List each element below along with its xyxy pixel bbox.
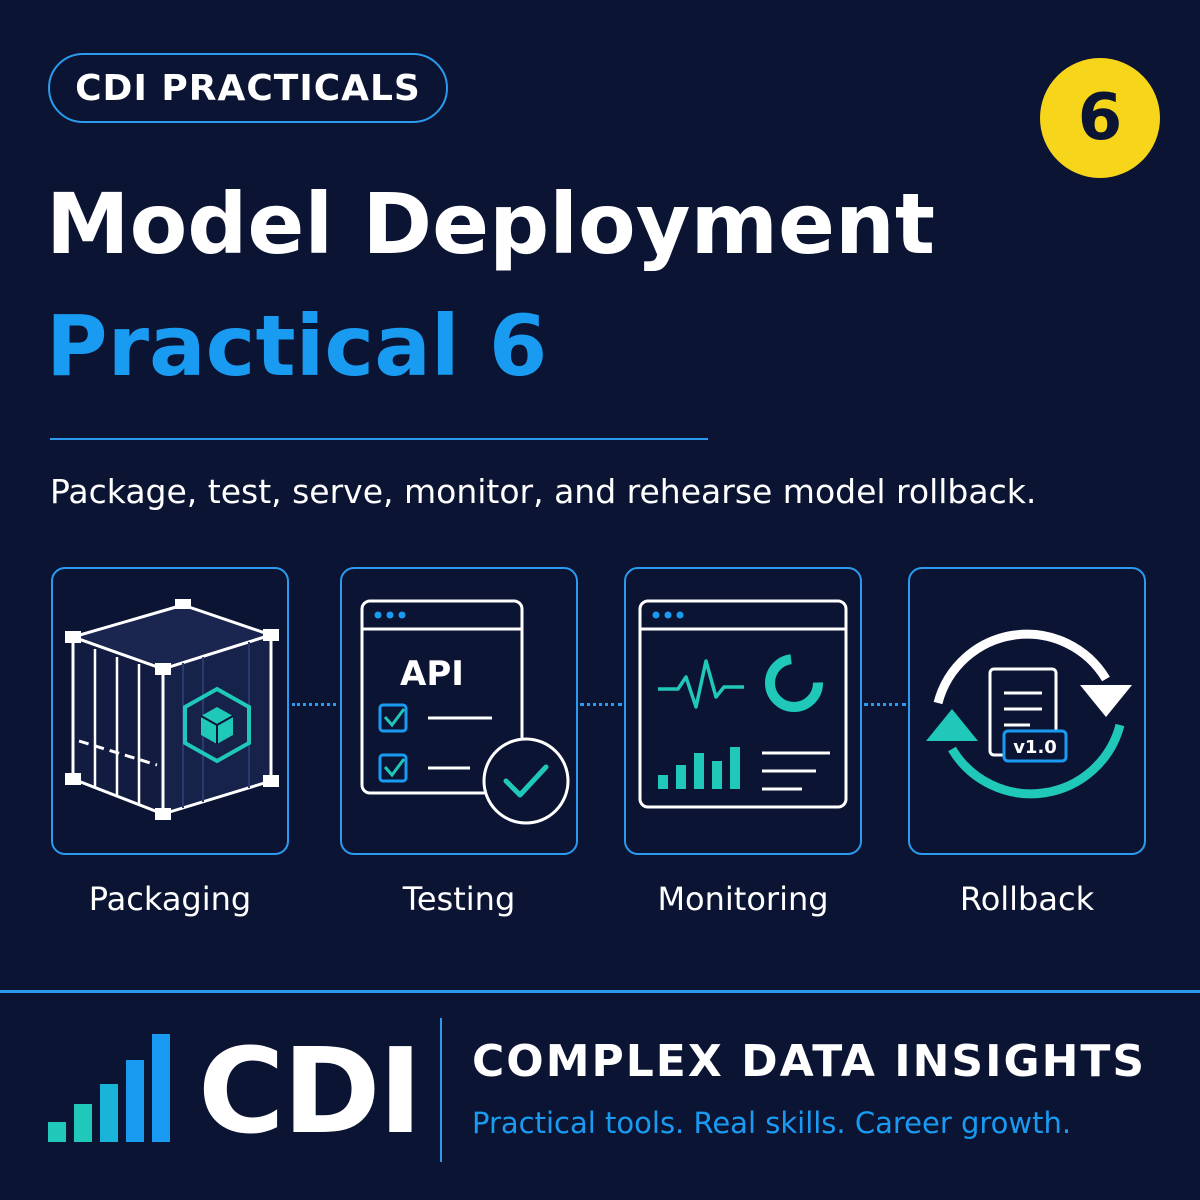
step-label-testing: Testing bbox=[402, 880, 516, 918]
api-test-checklist-icon: API bbox=[360, 599, 570, 825]
shipping-container-icon bbox=[65, 599, 279, 820]
rollback-cycle-icon: v1.0 bbox=[926, 629, 1132, 799]
step-label-monitoring: Monitoring bbox=[657, 880, 829, 918]
cdi-logo: CDI bbox=[46, 1030, 422, 1150]
number-badge: 6 bbox=[1040, 58, 1160, 178]
bar-chart-logo-icon bbox=[48, 1034, 170, 1142]
series-pill-label: CDI PRACTICALS bbox=[48, 53, 448, 123]
api-text: API bbox=[400, 654, 464, 694]
page-title: Model Deployment bbox=[46, 175, 935, 273]
step-label-rollback: Rollback bbox=[959, 880, 1095, 918]
packaging-card bbox=[51, 567, 289, 855]
step-connector bbox=[580, 703, 622, 706]
step-connector bbox=[864, 703, 906, 706]
page-subtitle: Package, test, serve, monitor, and rehea… bbox=[50, 472, 1037, 511]
brand-tagline: Practical tools. Real skills. Career gro… bbox=[472, 1106, 1072, 1140]
title-divider bbox=[50, 438, 708, 440]
step-label-packaging: Packaging bbox=[88, 880, 252, 918]
brand-name: COMPLEX DATA INSIGHTS bbox=[472, 1036, 1147, 1087]
testing-card: API bbox=[340, 567, 578, 855]
logo-text: CDI bbox=[198, 1022, 422, 1160]
page-title-practical: Practical 6 bbox=[46, 297, 548, 395]
monitoring-card bbox=[624, 567, 862, 855]
monitoring-dashboard-icon bbox=[638, 599, 848, 809]
footer-divider bbox=[0, 990, 1200, 993]
rollback-card: v1.0 bbox=[908, 567, 1146, 855]
footer-vertical-divider bbox=[440, 1018, 442, 1162]
version-tag: v1.0 bbox=[1013, 737, 1057, 758]
step-connector bbox=[292, 703, 336, 706]
